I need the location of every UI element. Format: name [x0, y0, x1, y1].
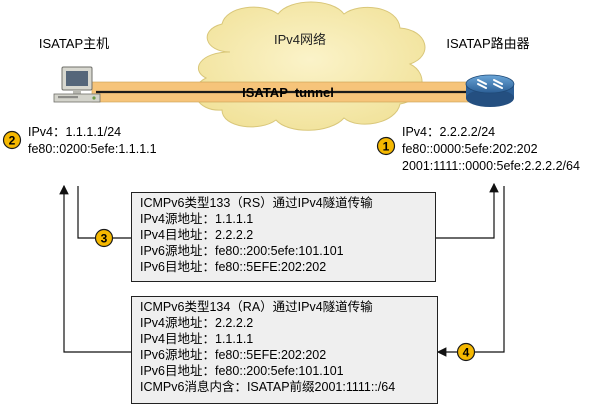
rs-line: IPv6目地址：fe80::5EFE:202:202: [140, 260, 327, 274]
host-ipv4: IPv4：1.1.1.1/24: [28, 125, 122, 139]
ra-line: IPv4目地址：1.1.1.1: [140, 332, 254, 346]
host-title: ISATAP主机: [39, 36, 109, 51]
ra-line: IPv4源地址：2.2.2.2: [140, 316, 254, 330]
router-solicitation-box: ICMPv6类型133（RS）通过IPv4隧道传输 IPv4源地址：1.1.1.…: [131, 192, 436, 282]
svg-text:4: 4: [463, 346, 470, 360]
router-title: ISATAP路由器: [446, 36, 529, 51]
step-badge-1: 1: [376, 136, 396, 156]
rs-line: IPv4源地址：1.1.1.1: [140, 212, 254, 226]
rs-path-router-side: [436, 182, 499, 239]
host-address-info: IPv4：1.1.1.1/24 fe80::0200:5efe:1.1.1.1: [28, 124, 157, 158]
rs-line: IPv6源地址：fe80::200:5efe:101.101: [140, 244, 344, 258]
router-ipv6-global: 2001:1111::0000:5efe:2.2.2.2/64: [402, 159, 580, 173]
rs-line: IPv4目地址：2.2.2.2: [140, 228, 254, 242]
ra-line: ICMPv6类型134（RA）通过IPv4隧道传输: [140, 300, 373, 314]
tunnel-label: ISATAP tunnel: [242, 85, 334, 100]
host-ipv6: fe80::0200:5efe:1.1.1.1: [28, 142, 157, 156]
ra-line: IPv6源地址：fe80::5EFE:202:202: [140, 348, 327, 362]
ra-line: ICMPv6消息内含：ISATAP前缀2001:1111::/64: [140, 380, 396, 394]
svg-text:1: 1: [383, 140, 390, 154]
router-advertisement-box: ICMPv6类型134（RA）通过IPv4隧道传输 IPv4源地址：2.2.2.…: [131, 296, 438, 404]
ra-line: IPv6目地址：fe80::200:5efe:101.101: [140, 364, 344, 378]
svg-text:2: 2: [9, 134, 16, 148]
step-badge-2: 2: [2, 130, 22, 150]
router-address-info: IPv4：2.2.2.2/24 fe80::0000:5efe:202:202 …: [402, 124, 580, 175]
cloud-label: IPv4网络: [274, 32, 326, 47]
svg-text:3: 3: [101, 232, 108, 246]
rs-path-host-side: [77, 186, 131, 239]
step-badge-4: 4: [456, 342, 476, 362]
isatap-host-computer-icon: [53, 66, 101, 103]
step-badge-3: 3: [94, 228, 114, 248]
ipv4-network-cloud: [194, 1, 426, 131]
router-ipv6-link-local: fe80::0000:5efe:202:202: [402, 142, 538, 156]
rs-line: ICMPv6类型133（RS）通过IPv4隧道传输: [140, 196, 373, 210]
router-ipv4: IPv4：2.2.2.2/24: [402, 125, 496, 139]
ra-path-host-side: [59, 184, 131, 353]
isatap-router-icon: [465, 74, 515, 107]
